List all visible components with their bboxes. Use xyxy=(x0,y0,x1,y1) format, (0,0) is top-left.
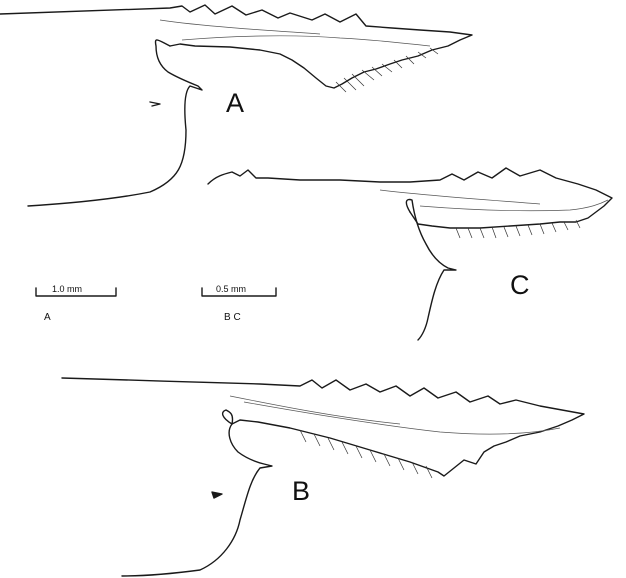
scale-bar-a: 1.0 mm A xyxy=(35,284,117,323)
drawing-b-setae xyxy=(299,429,433,479)
scale-bar-bc-caption: B C xyxy=(224,312,241,323)
drawing-a-inner-line-2 xyxy=(159,19,321,35)
drawing-b-inner-line xyxy=(243,401,561,435)
scale-bar-a-caption: A xyxy=(44,312,51,323)
drawing-c-inner-line xyxy=(419,199,609,212)
scale-bar-bc-line xyxy=(201,287,277,297)
drawing-c-peduncle xyxy=(405,198,457,341)
drawing-b-dorsal-margin xyxy=(61,377,585,477)
label-c: C xyxy=(510,270,530,300)
scale-bar-a-line xyxy=(35,287,117,297)
drawing-a xyxy=(0,4,473,207)
drawing-a-inner-line xyxy=(181,35,431,47)
drawing-b-inner-line-2 xyxy=(229,395,401,425)
drawing-a-arrow xyxy=(149,101,161,107)
scale-bar-bc-value: 0.5 mm xyxy=(216,284,246,294)
drawing-b xyxy=(61,377,585,577)
scale-bar-a-value: 1.0 mm xyxy=(52,284,82,294)
drawing-a-setae xyxy=(335,47,439,93)
drawing-a-dorsal-margin xyxy=(0,4,473,89)
drawing-b-peduncle xyxy=(121,409,273,577)
label-a: A xyxy=(226,88,244,118)
drawing-c xyxy=(207,167,613,341)
label-b: B xyxy=(292,476,310,506)
drawing-b-arrow xyxy=(211,491,223,499)
drawing-a-peduncle xyxy=(27,39,203,207)
drawing-c-dorsal-margin xyxy=(207,167,613,229)
scale-bar-bc: 0.5 mm B C xyxy=(201,284,277,323)
drawing-c-setae xyxy=(455,219,581,239)
drawing-c-inner-line-2 xyxy=(379,189,541,205)
